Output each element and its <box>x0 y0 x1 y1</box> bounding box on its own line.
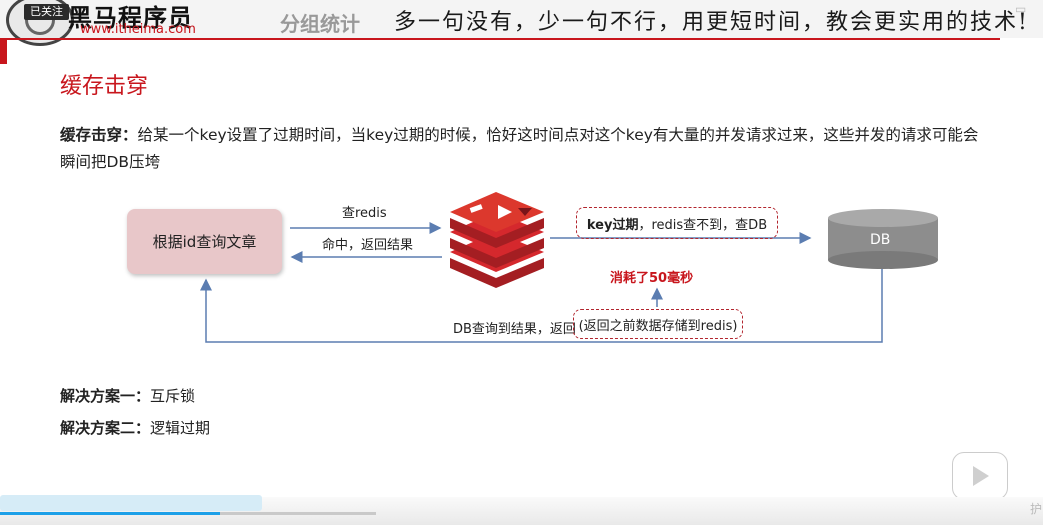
play-button[interactable] <box>952 452 1008 500</box>
label-hit-return: 命中，返回结果 <box>322 238 414 253</box>
logo-url: www.itheima.com <box>80 22 196 37</box>
store-to-redis-note: (返回之前数据存储到redis) <box>573 309 743 339</box>
solution-1-text: 互斥锁 <box>150 387 196 405</box>
description-text: 给某一个key设置了过期时间，当key过期的时候，恰好这时间点对这个key有大量… <box>60 126 979 171</box>
banner-divider <box>0 38 1000 40</box>
cost-note: 消耗了50毫秒 <box>610 271 694 286</box>
bottom-mark: 护 <box>1030 502 1043 516</box>
solution-1: 解决方案一：互斥锁 <box>60 385 195 406</box>
player-progress-highlight <box>0 495 262 511</box>
solution-1-term: 解决方案一： <box>60 387 151 405</box>
db-label: DB <box>870 232 891 248</box>
follow-badge[interactable]: 已关注 <box>24 4 69 20</box>
client-query-box: 根据id查询文章 <box>127 209 282 274</box>
label-query-redis: 查redis <box>342 206 387 221</box>
label-db-result: DB查询到结果，返回 <box>453 322 576 337</box>
banner-subtitle: 分组统计 <box>280 12 360 36</box>
key-expired-term: key过期 <box>586 217 639 233</box>
slide-title: 缓存击穿 <box>60 74 149 99</box>
key-expired-note: key过期，redis查不到，查DB <box>576 207 778 239</box>
description-term: 缓存击穿： <box>60 126 138 144</box>
top-banner <box>0 0 1043 38</box>
left-accent-strip <box>0 38 7 64</box>
slide-description: 缓存击穿：给某一个key设置了过期时间，当key过期的时候，恰好这时间点对这个k… <box>60 122 980 176</box>
banner-slogan: 多一句没有，少一句不行，用更短时间，教会更实用的技术! <box>394 10 1029 35</box>
solution-2-text: 逻辑过期 <box>150 419 211 437</box>
key-expired-text: ，redis查不到，查DB <box>638 217 768 233</box>
progress-fill[interactable] <box>0 512 220 515</box>
corner-ui-icon[interactable]: ▭ <box>1015 2 1027 16</box>
redis-logo-icon <box>450 192 544 288</box>
solution-2-term: 解决方案二： <box>60 419 151 437</box>
logo-text: 黑马程序员 <box>68 4 193 32</box>
solution-2: 解决方案二：逻辑过期 <box>60 417 210 438</box>
